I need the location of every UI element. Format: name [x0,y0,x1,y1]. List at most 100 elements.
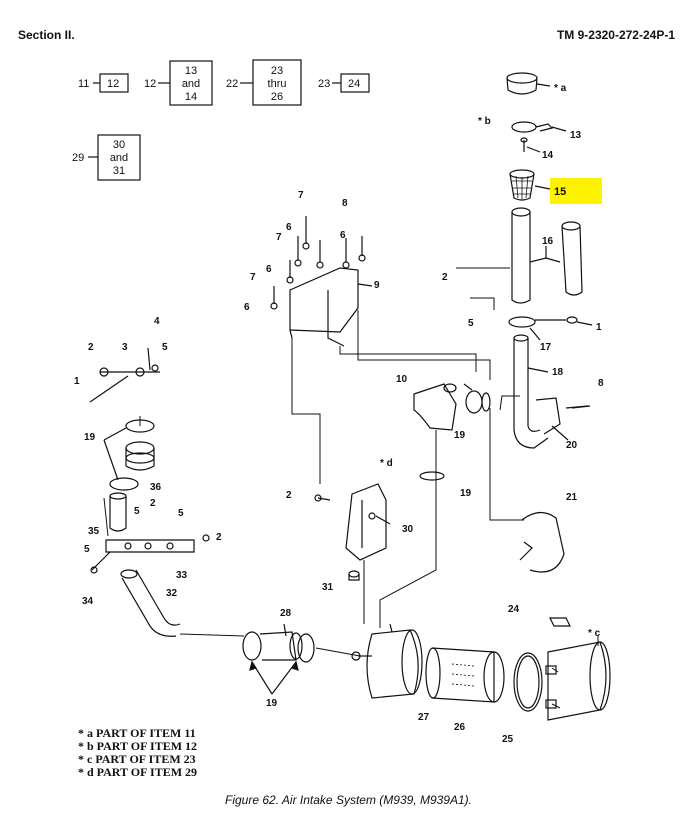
hose-28-clamps [242,623,315,663]
callout-6-top: 6 [286,222,292,233]
tube-32 [120,569,181,637]
callout-31: 31 [322,582,334,593]
legend-item-d: * d PART OF ITEM 29 [78,765,198,779]
index-box-22 [240,59,302,106]
bolt-8 [571,405,591,409]
svg-text:12: 12 [144,78,156,90]
svg-text:22: 22 [226,78,238,90]
callout-5-l4: 5 [84,544,90,555]
callout-36: 36 [150,482,162,493]
callout-21: 21 [566,492,578,503]
callout-32: 32 [166,588,178,599]
cover-c [545,617,611,721]
clamp-hardware-upper [89,347,160,403]
callout-14: 14 [542,150,554,161]
nut-31 [348,570,360,581]
callout-7-top: 7 [298,190,304,201]
legend-item-c: * c PART OF ITEM 23 [78,752,196,766]
hose-36 [109,419,155,491]
air-cleaner-body-27 [351,623,423,699]
svg-text:and: and [182,78,200,90]
tm-number: TM 9-2320-272-24P-1 [556,28,675,42]
callout-c: * c [588,628,601,639]
clamp-19-mid [314,471,445,502]
callout-6-mid: 6 [340,230,346,241]
bracket-33 [90,534,210,574]
callout-1-l: 1 [74,376,80,387]
legend-item-b: * b PART OF ITEM 12 [78,739,198,753]
callout-19-m2: 19 [460,488,472,499]
callout-17: 17 [540,342,552,353]
callout-7-low: 7 [250,272,256,283]
screen-15 [509,169,551,201]
callout-2-l: 2 [88,342,94,353]
legend-item-a: * a PART OF ITEM 11 [78,726,196,740]
svg-text:12: 12 [107,78,119,90]
clamp-13 [511,121,567,133]
callout-d: * d [380,458,393,469]
svg-text:26: 26 [271,91,283,103]
callout-1-r: 1 [596,322,602,333]
index-box-29 [88,134,141,181]
screw-14 [520,137,541,153]
filter-element-26 [425,647,505,703]
callout-b: * b [478,116,491,127]
callout-labels: * a * b 13 14 15 16 2 5 1 17 18 8 20 7 8… [74,83,604,745]
callout-5-l2: 5 [178,508,184,519]
callout-27: 27 [418,712,430,723]
svg-text:31: 31 [113,165,125,177]
callout-19-b: 19 [266,698,278,709]
callout-4: 4 [154,316,160,327]
callout-24: 24 [508,604,520,615]
callout-20: 20 [566,440,578,451]
callout-34: 34 [82,596,94,607]
bolts-6-7-8 [270,216,366,310]
svg-text:24: 24 [348,78,360,90]
leaders-19-lower [249,660,299,695]
callout-18: 18 [552,367,564,378]
callout-30: 30 [402,524,414,535]
callout-a: * a [554,83,567,94]
callout-35: 35 [88,526,100,537]
svg-text:29: 29 [72,152,84,164]
callout-26: 26 [454,722,466,733]
svg-text:13: 13 [185,65,197,77]
callout-6-low: 6 [244,302,250,313]
svg-text:thru: thru [268,78,287,90]
callout-10: 10 [396,374,408,385]
callout-5-l: 5 [162,342,168,353]
leaders-left-19 [103,427,127,481]
housing-30 [345,483,391,561]
tube-18 [513,334,549,449]
callout-2-m: 2 [286,490,292,501]
callout-33: 33 [176,570,188,581]
gasket-25 [513,652,543,712]
callout-7-mid: 7 [276,232,282,243]
figure-caption: Figure 62. Air Intake System (M939, M939… [225,793,472,807]
callout-16: 16 [542,236,554,247]
elbow-10 [413,383,491,431]
callout-15: 15 [554,186,566,198]
callout-6-left: 6 [266,264,272,275]
callout-25: 25 [502,734,514,745]
highlight-item-15 [550,178,602,204]
tube-16 [511,207,583,304]
tube-35 [109,492,127,532]
index-box-texts: 11 12 12 13 and 14 22 23 thru 26 23 24 2… [72,65,360,177]
svg-text:and: and [110,152,128,164]
callout-5-r: 5 [468,318,474,329]
callout-5-l3: 5 [134,506,140,517]
svg-text:14: 14 [185,91,197,103]
callout-3: 3 [122,342,128,353]
svg-text:11: 11 [78,78,89,90]
callout-28: 28 [280,608,292,619]
callout-19-l: 19 [84,432,96,443]
callout-8-top: 8 [342,198,348,209]
precleaner-cap [506,72,551,95]
svg-text:30: 30 [113,139,125,151]
bracket-9 [289,267,373,347]
callout-19-m: 19 [454,430,466,441]
callout-9: 9 [374,280,380,291]
clamp-21 [519,511,565,573]
